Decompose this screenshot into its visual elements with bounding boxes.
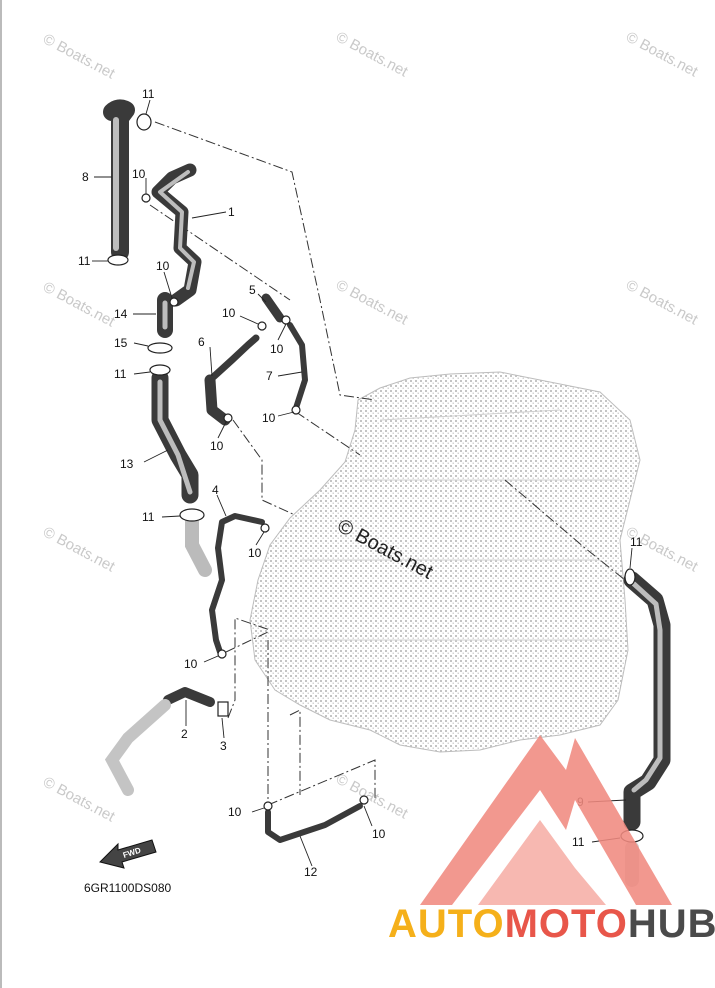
hose-1 bbox=[151, 163, 202, 307]
clamp-10 bbox=[291, 405, 301, 415]
label-12: 14 bbox=[114, 307, 128, 321]
clamp-10 bbox=[263, 801, 273, 811]
label-11: 11 bbox=[630, 535, 643, 549]
label-11: 11 bbox=[142, 510, 155, 524]
hose-4 bbox=[209, 513, 265, 655]
clamp-11 bbox=[624, 568, 636, 586]
clamp-11 bbox=[107, 254, 129, 266]
hose-13 bbox=[151, 369, 199, 504]
label-5: 5 bbox=[249, 283, 256, 297]
hose-8 bbox=[103, 99, 135, 261]
hose-14 bbox=[265, 803, 363, 843]
hose-2 bbox=[163, 687, 215, 707]
clamp-11 bbox=[179, 508, 205, 522]
connection-lines bbox=[149, 121, 626, 806]
clamps bbox=[107, 113, 644, 843]
fwd-arrow-icon: FWD bbox=[99, 839, 157, 869]
part-labels: 11 8 10 1 11 10 5 14 10 15 6 10 11 7 10 … bbox=[78, 87, 643, 879]
label-2: 2 bbox=[181, 727, 188, 741]
watermark-text: © Boats.net bbox=[623, 277, 701, 329]
label-1: 1 bbox=[228, 205, 235, 219]
label-11: 11 bbox=[572, 835, 585, 849]
clamp-10 bbox=[169, 297, 179, 307]
watermark-text: © Boats.net bbox=[40, 31, 118, 83]
clamp-10 bbox=[281, 315, 291, 325]
joint-5 bbox=[261, 293, 285, 323]
label-7: 7 bbox=[266, 369, 273, 383]
label-10: 10 bbox=[184, 657, 198, 671]
watermark-text: © Boats.net bbox=[40, 774, 118, 826]
watermark-text: © Boats.net bbox=[333, 277, 411, 329]
logo-hub: HUB bbox=[627, 902, 715, 946]
label-3: 3 bbox=[220, 739, 227, 753]
diagram-code: 6GR1100DS080 bbox=[84, 881, 171, 895]
hose-9 bbox=[623, 571, 671, 831]
label-10: 10 bbox=[132, 167, 146, 181]
hoses bbox=[103, 99, 671, 887]
watermark-text: © Boats.net bbox=[623, 524, 701, 576]
logo-auto: AUTO bbox=[388, 902, 505, 946]
clamp-10 bbox=[260, 523, 270, 533]
clamp-10 bbox=[217, 649, 227, 659]
part-3 bbox=[217, 701, 229, 717]
label-14: 12 bbox=[304, 865, 318, 879]
logo-moto: MOTO bbox=[504, 902, 628, 946]
watermark-text: © Boats.net bbox=[40, 279, 118, 331]
label-10: 10 bbox=[262, 411, 276, 425]
engine-block bbox=[249, 371, 641, 753]
label-6: 6 bbox=[198, 335, 205, 349]
label-13: 13 bbox=[120, 457, 134, 471]
automotohub-logo-text: AUTOMOTOHUB bbox=[388, 900, 715, 948]
watermark-text: © Boats.net bbox=[333, 29, 411, 81]
clamp-10 bbox=[141, 193, 151, 203]
label-11: 11 bbox=[114, 367, 127, 381]
watermark-text: © Boats.net bbox=[623, 29, 701, 81]
clamp-10 bbox=[223, 413, 233, 423]
clamp-15 bbox=[147, 342, 173, 354]
clamp-10 bbox=[257, 321, 267, 331]
label-8: 8 bbox=[82, 170, 89, 184]
label-10: 10 bbox=[210, 439, 224, 453]
hose-6 bbox=[204, 334, 260, 426]
label-10: 10 bbox=[156, 259, 170, 273]
clamp-11 bbox=[149, 364, 171, 376]
clamp-10 bbox=[359, 795, 369, 805]
label-10: 10 bbox=[228, 805, 242, 819]
automotohub-logo-icon bbox=[420, 735, 672, 905]
label-10: 10 bbox=[222, 306, 236, 320]
label-15: 15 bbox=[114, 336, 128, 350]
watermark-text: © Boats.net bbox=[40, 524, 118, 576]
hose-7 bbox=[287, 322, 308, 411]
label-11: 11 bbox=[78, 254, 91, 268]
label-10: 10 bbox=[248, 546, 262, 560]
label-10: 10 bbox=[270, 342, 284, 356]
label-4: 4 bbox=[212, 483, 219, 497]
label-10: 10 bbox=[372, 827, 386, 841]
clamp-11 bbox=[136, 113, 152, 131]
label-11: 11 bbox=[142, 87, 155, 101]
